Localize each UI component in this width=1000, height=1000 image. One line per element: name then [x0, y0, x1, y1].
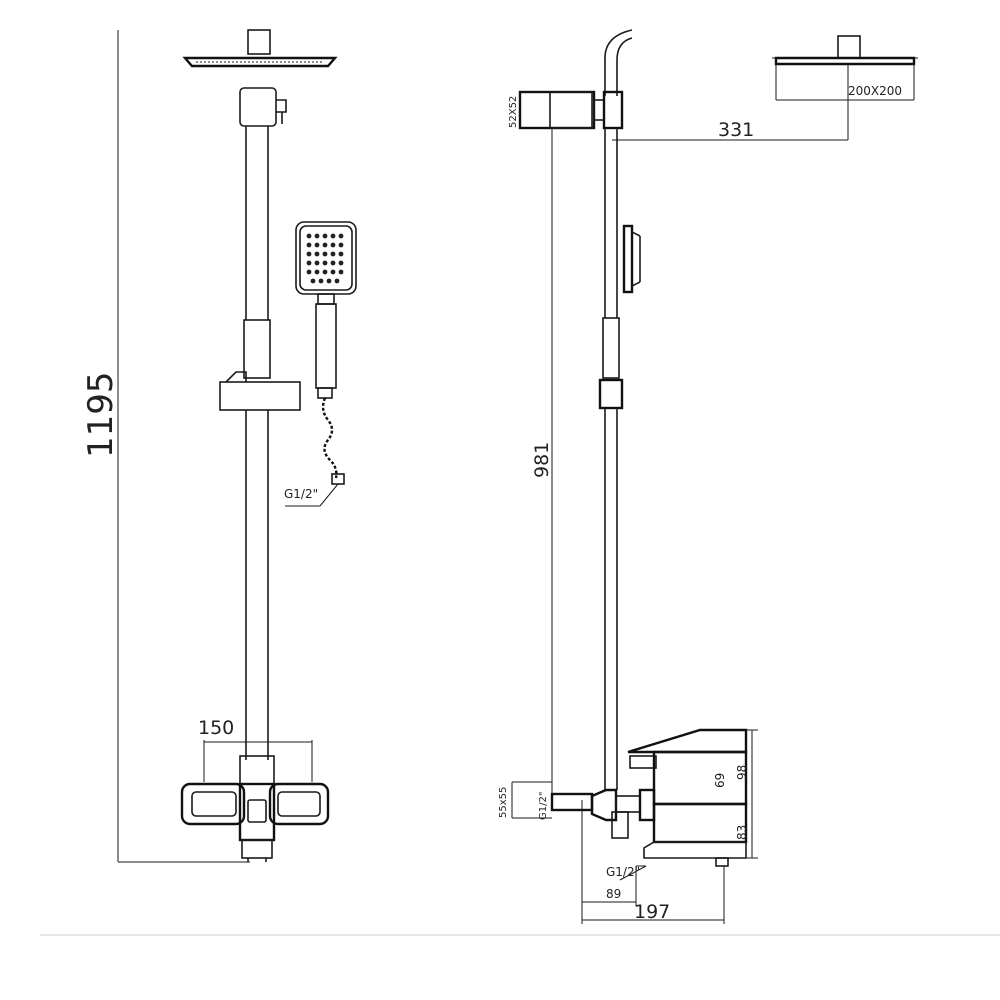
shower-head-side: 200X200	[772, 35, 918, 101]
height-dimension: 1195	[81, 30, 250, 863]
shower-size-label: 200X200	[848, 84, 902, 98]
spray-holes	[306, 233, 344, 284]
mixer-valve	[180, 755, 330, 862]
riser-pipe	[243, 126, 271, 760]
top-bracket-label: 52X52	[508, 96, 519, 128]
spout-98-label: 98	[735, 765, 749, 780]
top-elbow	[239, 87, 287, 127]
side-view: 52X52 200X200 331	[498, 29, 918, 924]
riser-side	[598, 128, 624, 790]
handshower-holder	[219, 371, 301, 411]
mixer-height-dimensions: 98 69 83	[713, 729, 758, 859]
riser-height-dimension: 981	[531, 442, 553, 478]
shower-hose: G1/2"	[284, 397, 345, 507]
top-bracket: 52X52	[508, 90, 624, 800]
arm-331-label: 331	[718, 119, 754, 141]
mixer-side	[590, 728, 748, 867]
depth-89-label: 89	[606, 887, 621, 901]
lower-bracket: 55x55 G1/2"	[498, 781, 594, 820]
hose-thread-label: G1/2"	[284, 487, 318, 501]
hand-shower	[295, 221, 357, 399]
depth-197-label: 197	[634, 901, 670, 923]
rain-shower-head	[182, 29, 338, 68]
inlet-thread-upper-label: G1/2"	[538, 792, 549, 820]
handshower-side	[622, 224, 641, 294]
depth-dimensions: G1/2" 89 197	[581, 800, 725, 924]
curved-riser	[604, 29, 633, 96]
mixer-width-dimension: 150	[198, 717, 313, 782]
height-981-label: 981	[531, 442, 553, 478]
front-view: 1195	[81, 29, 357, 863]
arm-dimension: 331	[612, 64, 849, 141]
width-150-label: 150	[198, 717, 234, 739]
height-1195-label: 1195	[81, 371, 121, 458]
inlet-thread-lower-label: G1/2"	[606, 865, 640, 879]
lower-bracket-label: 55x55	[498, 787, 509, 818]
mid-69-label: 69	[713, 773, 727, 788]
body-83-label: 83	[735, 825, 749, 840]
